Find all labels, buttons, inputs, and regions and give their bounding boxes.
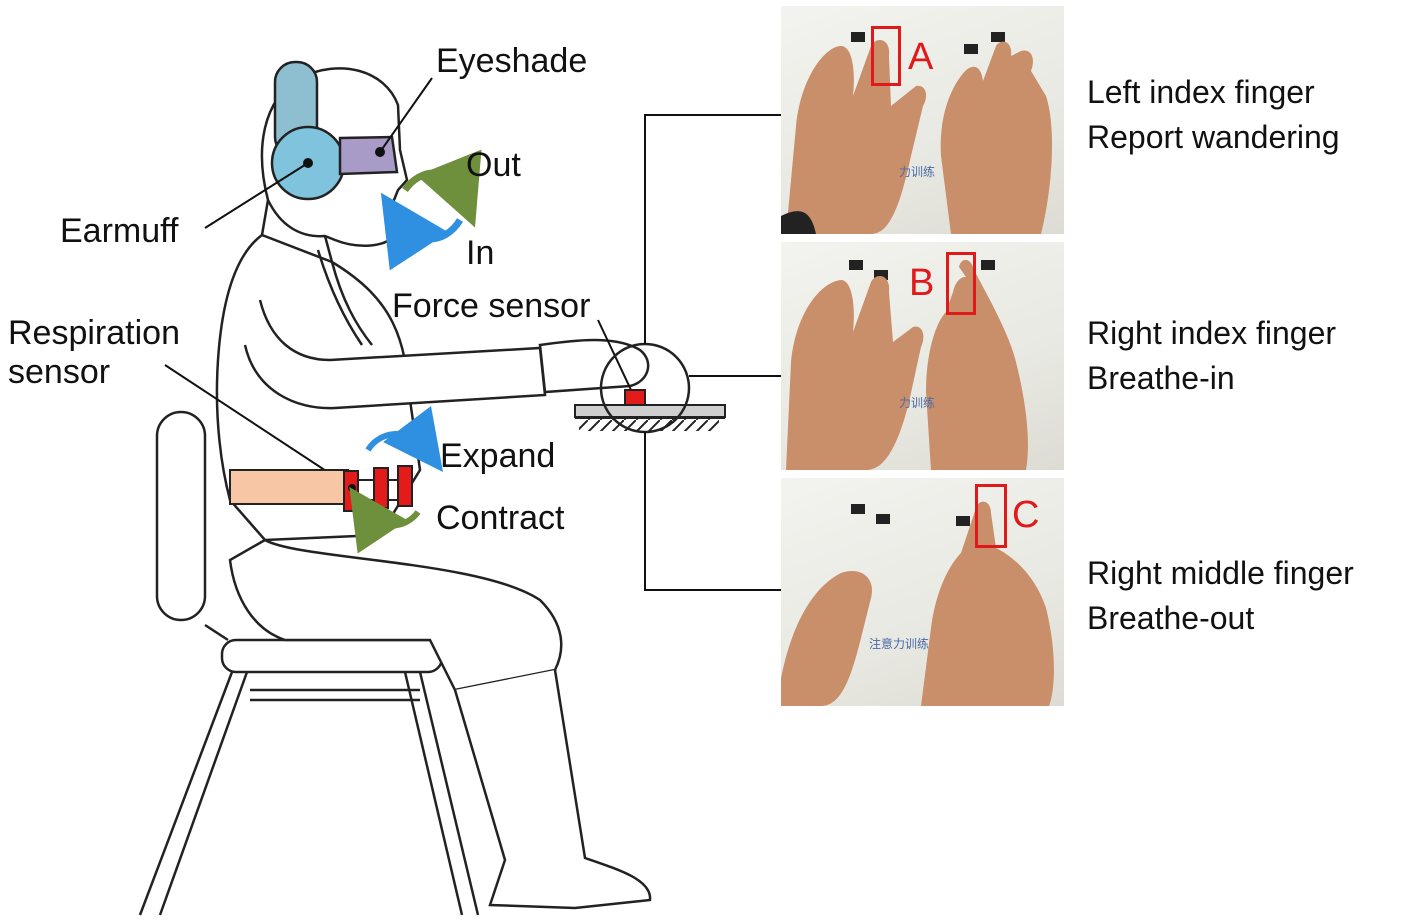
hands-photo-c: 注意力训练 (781, 501, 1054, 706)
respiration-sensor-label-line1: Respiration (8, 314, 180, 352)
lower-leg (453, 669, 652, 910)
earmuff-leader (204, 162, 309, 229)
eyeshade-leader (379, 77, 433, 153)
collar (316, 249, 373, 346)
chair-crossbar (250, 688, 420, 702)
sensor-plate (574, 404, 726, 418)
chair (138, 410, 480, 916)
caption-b-line2: Breathe-in (1087, 360, 1235, 396)
respiration-sensor-label-line2: sensor (8, 353, 111, 391)
marker-box-a (871, 26, 901, 86)
thigh (228, 538, 563, 692)
expand-label: Expand (440, 437, 556, 475)
arm (243, 299, 547, 410)
marker-box-c (975, 484, 1007, 548)
panel-connectors (644, 114, 783, 591)
caption-c-line1: Right middle finger (1087, 555, 1354, 591)
out-label: Out (466, 146, 521, 184)
connector-c (644, 432, 783, 591)
expand-contract-arrows (349, 405, 444, 554)
svg-text:力训练: 力训练 (899, 395, 935, 410)
marker-c: C (1012, 494, 1040, 536)
chair-front-leg (138, 671, 249, 916)
hand (538, 338, 650, 394)
force-sensor-label: Force sensor (392, 287, 591, 325)
svg-text:力训练: 力训练 (899, 164, 935, 179)
hands-photo-a: 力训练 (781, 32, 1053, 234)
belt-sensor-icon (229, 465, 413, 512)
in-label: In (466, 234, 495, 272)
connector-a (644, 114, 783, 344)
caption-c: Right middle finger Breathe-out (1087, 551, 1354, 641)
caption-b: Right index finger Breathe-in (1087, 311, 1336, 401)
marker-box-b (946, 252, 976, 315)
photo-panel-c: 注意力训练 C (781, 478, 1064, 706)
breath-cycle-arrow-icon (380, 149, 482, 271)
photo-panel-b: 力训练 B (781, 242, 1064, 470)
caption-b-line1: Right index finger (1087, 315, 1337, 351)
caption-a: Left index finger Report wandering (1087, 70, 1340, 160)
photo-panel-a: 力训练 A (781, 6, 1064, 234)
force-sensor-button (624, 389, 646, 406)
eyeshade-icon (338, 135, 399, 176)
caption-a-line2: Report wandering (1087, 119, 1340, 155)
respiration-leader (164, 364, 353, 489)
marker-b: B (909, 262, 935, 304)
earmuff-label: Earmuff (60, 212, 179, 250)
caption-c-line2: Breathe-out (1087, 600, 1255, 636)
chair-back-post (204, 623, 229, 642)
neck (260, 199, 334, 263)
chair-backrest (155, 410, 207, 622)
headphone-icon (270, 60, 346, 201)
chair-seat (220, 638, 444, 674)
contract-label: Contract (436, 499, 565, 537)
chair-rear-leg (403, 671, 480, 916)
caption-a-line1: Left index finger (1087, 74, 1315, 110)
marker-a: A (908, 36, 934, 78)
eyeshade-label: Eyeshade (436, 42, 588, 80)
ground-hatch-icon (579, 417, 719, 431)
svg-text:注意力训练: 注意力训练 (869, 636, 929, 651)
